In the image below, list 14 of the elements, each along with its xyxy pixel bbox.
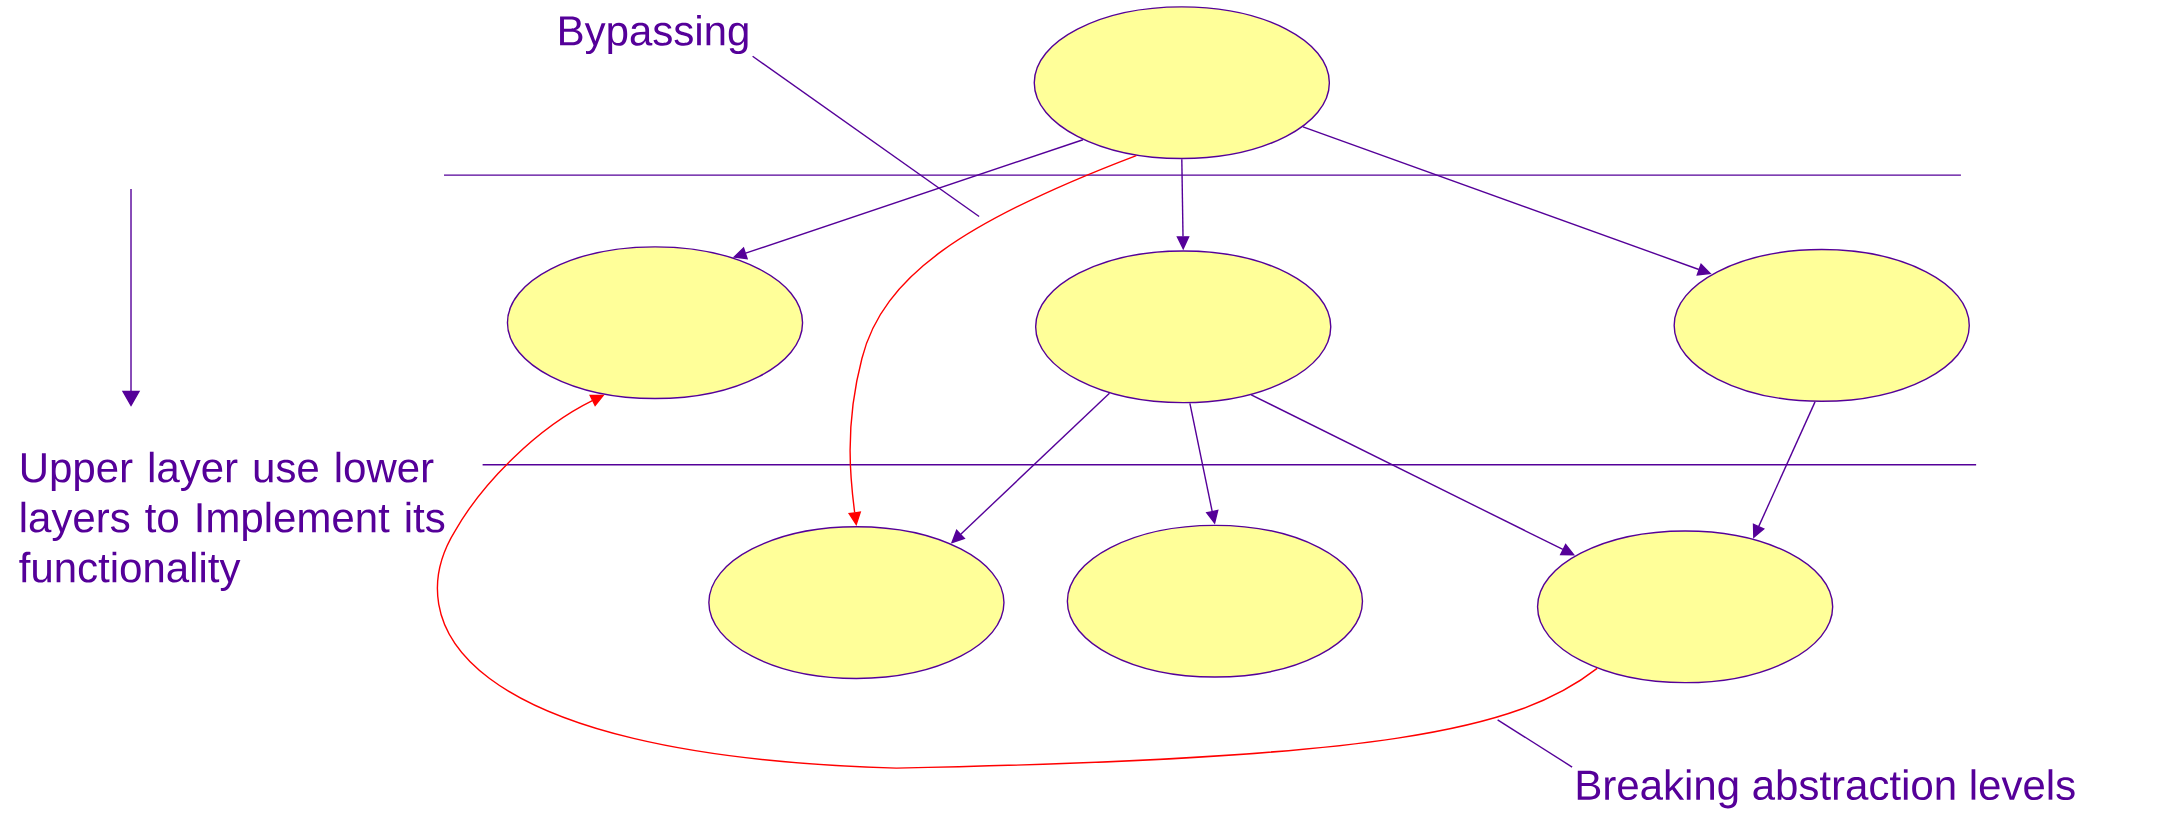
ellipse-node xyxy=(1034,250,1332,404)
curved-arrow xyxy=(848,154,1137,526)
ellipse-node xyxy=(1673,248,1970,402)
ellipse-node xyxy=(506,246,804,400)
ellipse-node xyxy=(708,526,1005,680)
text-label: Bypassing xyxy=(560,14,748,55)
text-label: Upper layer use lower layers to Implement its functionality xyxy=(19,451,445,591)
leader-line xyxy=(751,55,980,218)
curved-arrow xyxy=(437,394,1598,769)
leader-line xyxy=(1496,719,1573,768)
ellipse-node xyxy=(1536,530,1834,684)
text-label: Breaking abstraction levels xyxy=(1577,769,2075,809)
ellipse-node xyxy=(1066,524,1364,678)
ellipse-node xyxy=(1033,6,1331,160)
